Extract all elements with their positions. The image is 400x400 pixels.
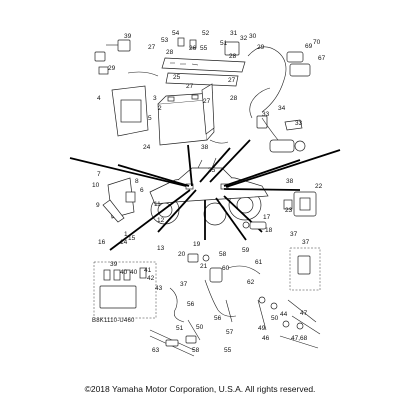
callout-6: 6 xyxy=(140,187,144,194)
callout-42: 42 xyxy=(147,275,155,282)
callout-13: 13 xyxy=(157,245,165,252)
callout-27: 27 xyxy=(228,77,236,84)
copyright-notice: ©2018 Yamaha Motor Corporation, U.S.A. A… xyxy=(84,384,316,394)
callout-34: 33 xyxy=(262,111,270,118)
callout-40: 40 xyxy=(120,269,128,276)
callout-33: 31 xyxy=(230,30,238,37)
callout-62: 58 xyxy=(219,251,227,258)
callout-5: 5 xyxy=(148,115,152,122)
fuse-box-bracket xyxy=(161,37,246,87)
callout-60: 57 xyxy=(226,329,234,336)
callout-43: 43 xyxy=(155,285,163,292)
callout-58: 56 xyxy=(187,301,195,308)
relay-cluster xyxy=(94,39,159,77)
callout-53: 51 xyxy=(176,325,184,332)
callout-8: 8 xyxy=(135,178,139,185)
callout-30: 29 xyxy=(108,65,116,72)
callout-labels: 39 29 27 53 54 52 31 32 51 30 29 55 26 2… xyxy=(92,30,326,354)
callout-54: 52 xyxy=(202,30,210,37)
callout-53: 51 xyxy=(220,40,228,47)
callout-26: 26 xyxy=(189,45,197,52)
callout-19: 19 xyxy=(193,241,201,248)
callout-14: 14 xyxy=(120,239,128,246)
callout-27: 27 xyxy=(186,83,194,90)
sensor-small xyxy=(187,221,267,263)
ignition-switch xyxy=(261,117,306,153)
callout-15: 15 xyxy=(128,235,136,242)
callout-46: 44 xyxy=(280,311,288,318)
callout-33: 32 xyxy=(240,35,248,42)
callout-67: 63 xyxy=(152,347,160,354)
callout-64: 60 xyxy=(222,265,230,272)
lower-harness-parts xyxy=(149,265,278,357)
starter-relay xyxy=(283,191,317,217)
callout-17: 17 xyxy=(263,214,271,221)
callout-18: 18 xyxy=(265,227,273,234)
callout-41: 41 xyxy=(144,267,152,274)
callout-1: 1 xyxy=(124,231,128,238)
callout-21: 21 xyxy=(200,263,208,270)
callout-27: 27 xyxy=(203,98,211,105)
callout-40: 40 xyxy=(130,269,138,276)
battery-strap xyxy=(201,83,229,144)
callout-51: 50 xyxy=(271,315,279,322)
callout-36: 34 xyxy=(278,105,286,112)
callout-39: 39 xyxy=(110,261,118,268)
callout-37: 37 xyxy=(290,231,298,238)
callout-66: 62 xyxy=(247,279,255,286)
callout-56: 55 xyxy=(200,45,208,52)
callout-16: 16 xyxy=(98,239,106,246)
callout-11: 11 xyxy=(154,201,161,208)
callout-29: 28 xyxy=(229,53,237,60)
callout-23: 23 xyxy=(285,207,293,214)
ecu-box-group xyxy=(93,261,157,319)
callout-20: 20 xyxy=(178,251,186,258)
callout-10: 10 xyxy=(92,182,100,189)
callout-24: 24 xyxy=(143,144,151,151)
callout-12: 12 xyxy=(157,217,165,224)
callout-57: 55 xyxy=(224,347,232,354)
rectifier-bracket xyxy=(102,177,136,223)
callout-38: 38 xyxy=(286,178,294,185)
callout-25: 25 xyxy=(173,74,181,81)
callout-9: 9 xyxy=(96,202,100,209)
callout-52: 50 xyxy=(196,324,204,331)
harness-top-right xyxy=(247,46,311,129)
callout-65: 61 xyxy=(255,259,263,266)
callout-49: 47,68 xyxy=(291,335,308,342)
callout-32: 30 xyxy=(249,33,257,40)
callout-4: 4 xyxy=(97,95,101,102)
callout-45: 39 xyxy=(124,33,132,40)
callout-37: 37 xyxy=(302,239,310,246)
callout-28: 28 xyxy=(230,95,238,102)
callout-59: 56 xyxy=(214,315,222,322)
diagram-code: B8K1110-U460 xyxy=(92,318,135,324)
callout-56: 54 xyxy=(172,30,180,37)
callout-31: 29 xyxy=(257,44,265,51)
callout-37: 37 xyxy=(180,281,188,288)
callout-70: 69 xyxy=(305,43,313,50)
callout-29: 28 xyxy=(166,49,174,56)
callout-3: 3 xyxy=(153,95,157,102)
callout-47-68: 46 xyxy=(262,335,270,342)
callout-61: 58 xyxy=(192,347,200,354)
callout-55: 53 xyxy=(161,37,169,44)
callout-37: 35 xyxy=(208,167,216,174)
callout-71: 70 xyxy=(313,39,321,46)
callout-7: 7 xyxy=(97,171,101,178)
callout-22: 22 xyxy=(315,183,323,190)
bracket-group-right xyxy=(279,247,321,349)
callout-48: 47 xyxy=(300,310,308,317)
assembly-leader-lines xyxy=(69,139,341,251)
battery-bracket xyxy=(111,85,149,137)
callout-2: 2 xyxy=(158,105,162,112)
callout-69: 67 xyxy=(318,55,326,62)
callout-29: 27 xyxy=(148,44,156,51)
callout-63: 59 xyxy=(242,247,250,254)
callout-50: 49 xyxy=(258,325,266,332)
callout-35: 33 xyxy=(295,120,303,127)
callout-44: 38 xyxy=(201,144,209,151)
